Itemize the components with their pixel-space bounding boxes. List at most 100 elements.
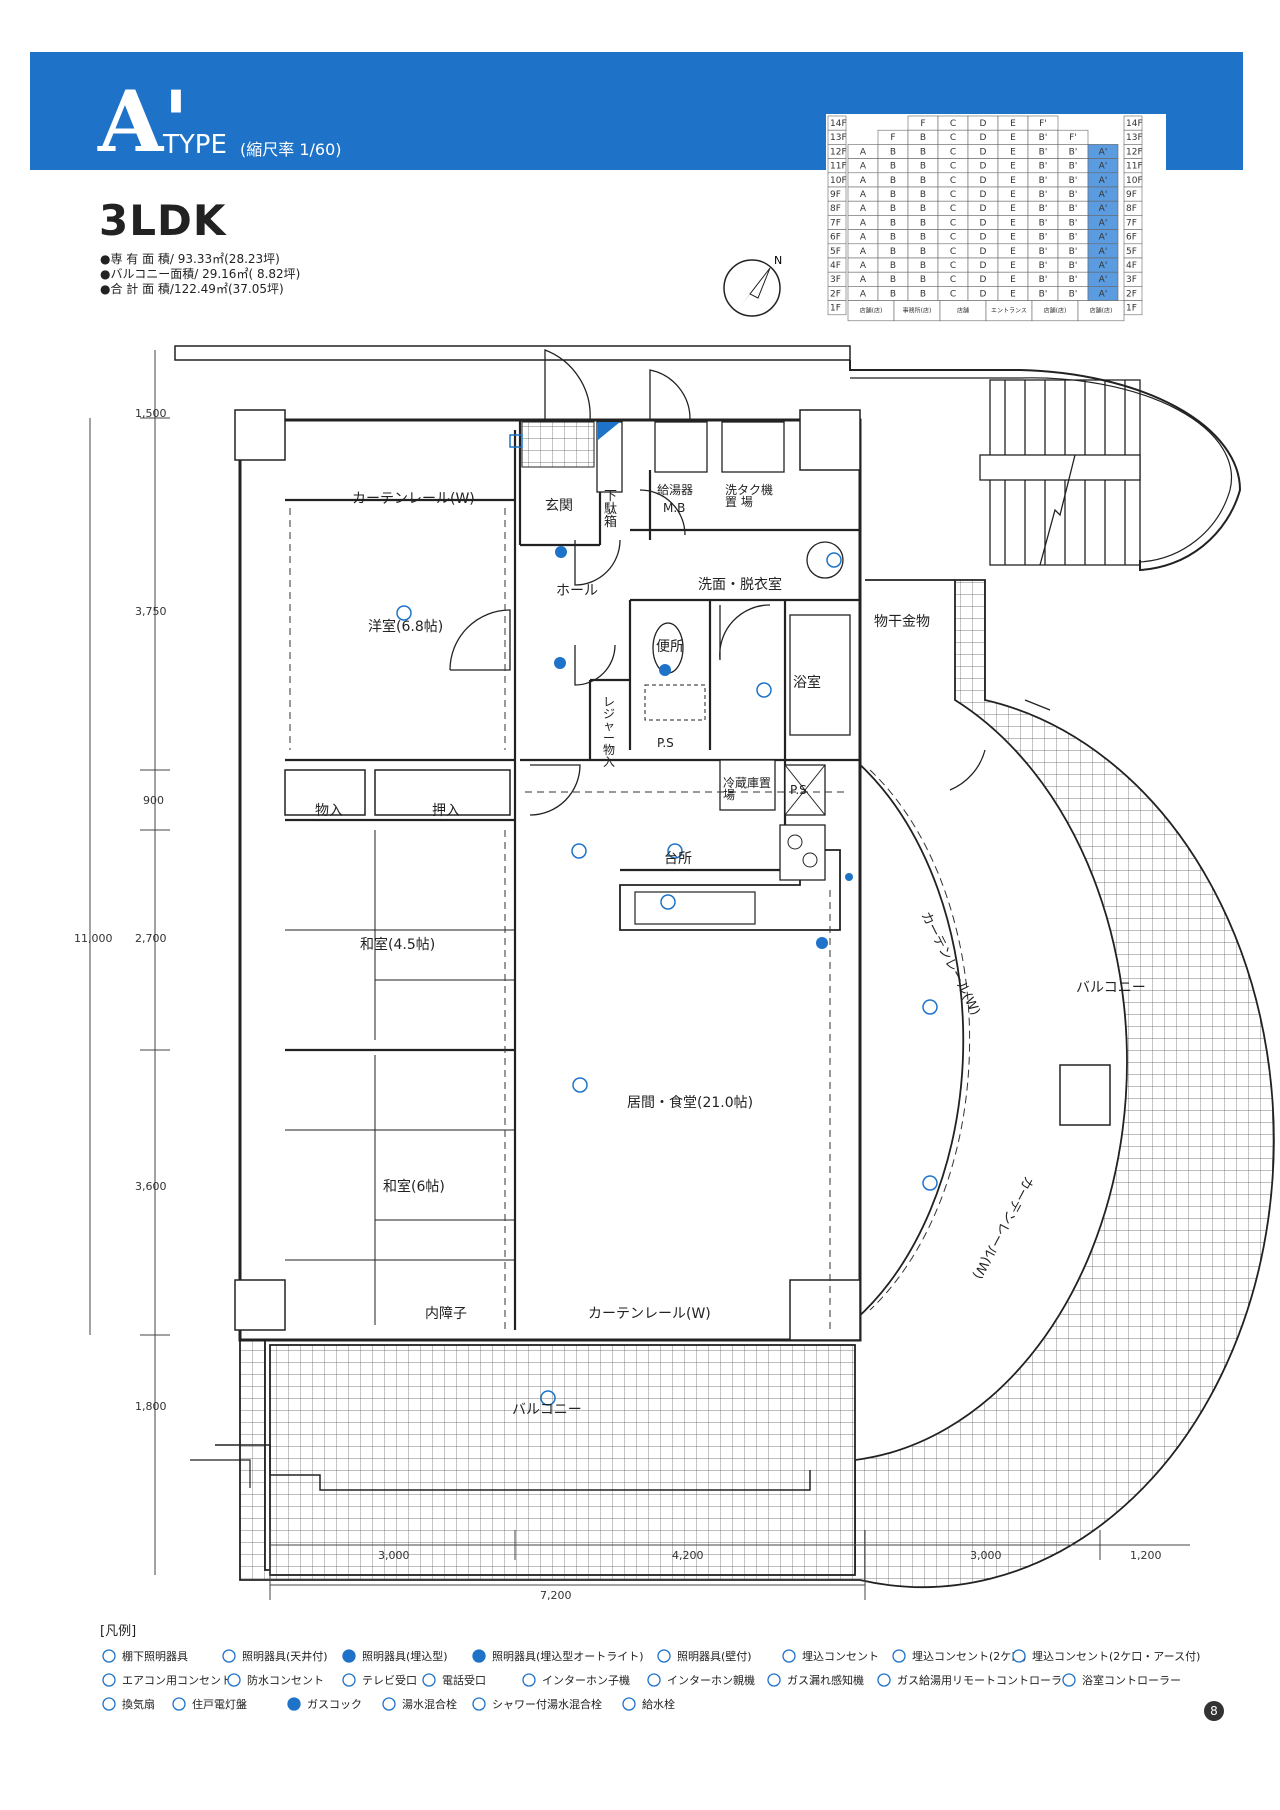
floor-cell: B' xyxy=(1039,190,1048,200)
floor-label-right-3: 11F xyxy=(1126,162,1143,172)
ceiling-light-icon xyxy=(220,1649,238,1663)
floor-cell: A' xyxy=(1099,147,1108,157)
label-bath: 浴室 xyxy=(793,675,821,691)
remote-icon xyxy=(875,1673,893,1687)
waterproof-outlet-icon xyxy=(225,1673,243,1687)
floor-label-right-4: 10F xyxy=(1126,176,1143,186)
label-washroom: 洗面・脱衣室 xyxy=(698,577,782,593)
fan-icon xyxy=(100,1697,118,1711)
floor-cell: F' xyxy=(1069,133,1077,143)
legend-item: ガス給湯用リモートコントローラー xyxy=(875,1672,1073,1688)
floor-cell: B' xyxy=(1069,261,1078,271)
label-ps-1: P.S xyxy=(657,736,674,750)
floor-cell: D xyxy=(980,275,987,285)
legend-item: 埋込コンセント xyxy=(780,1648,879,1664)
floor-label-left-5: 9F xyxy=(830,190,841,200)
floor-cell: B' xyxy=(1069,233,1078,243)
ground-floor-cell: エントランス xyxy=(991,308,1027,315)
floor-label-right-9: 5F xyxy=(1126,247,1137,257)
legend-item: 照明器具(埋込型オートライト) xyxy=(470,1648,644,1664)
floor-cell: B xyxy=(890,218,896,228)
floor-cell: A' xyxy=(1099,289,1108,299)
floor-label-right-13: 1F xyxy=(1126,304,1137,314)
floor-cell: E xyxy=(1010,218,1016,228)
floor-cell: B xyxy=(890,261,896,271)
label-tatami-large: 和室(6帖) xyxy=(383,1179,445,1195)
floor-cell: D xyxy=(980,162,987,172)
floor-cell: E xyxy=(1010,176,1016,186)
faucet-icon xyxy=(620,1697,638,1711)
floor-cell: B' xyxy=(1039,233,1048,243)
floor-cell: B xyxy=(920,190,926,200)
floor-label-right-6: 8F xyxy=(1126,204,1137,214)
page-number: 8 xyxy=(1204,1701,1224,1721)
legend-label: ガス漏れ感知機 xyxy=(787,1674,864,1687)
floor-label-left-7: 7F xyxy=(830,218,841,228)
floor-cell: D xyxy=(980,247,987,257)
legend-item: 電話受口 xyxy=(420,1672,486,1688)
floor-cell: E xyxy=(1010,162,1016,172)
outlet-double-icon xyxy=(890,1649,908,1663)
legend-item: 湯水混合栓 xyxy=(380,1696,457,1712)
legend-label: エアコン用コンセント xyxy=(122,1674,232,1687)
floor-cell: A' xyxy=(1099,233,1108,243)
floor-cell: B xyxy=(890,275,896,285)
floor-label-left-11: 3F xyxy=(830,275,841,285)
floor-cell: E xyxy=(1010,119,1016,129)
floor-cell: D xyxy=(980,190,987,200)
floor-cell: E xyxy=(1010,261,1016,271)
floor-cell: B' xyxy=(1069,162,1078,172)
floor-cell: B' xyxy=(1069,247,1078,257)
svg-text:N: N xyxy=(774,254,782,267)
label-living-dining: 居間・食堂(21.0帖) xyxy=(627,1095,754,1111)
floor-cell: B' xyxy=(1039,162,1048,172)
floor-cell: A' xyxy=(1099,190,1108,200)
label-balcony-bottom: バルコニー xyxy=(512,1402,582,1418)
label-toilet: 便所 xyxy=(656,639,684,655)
floor-cell: E xyxy=(1010,147,1016,157)
legend-label: 埋込コンセント(2ケ口) xyxy=(912,1650,1027,1663)
legend-label: 給水栓 xyxy=(642,1698,675,1711)
floor-cell: E xyxy=(1010,289,1016,299)
legend-item: 棚下照明器具 xyxy=(100,1648,188,1664)
dim-bottom-1: 4,200 xyxy=(672,1549,704,1562)
balcony-area: ●バルコニー面積/ 29.16㎡( 8.82坪) xyxy=(100,267,301,281)
floor-cell: B xyxy=(920,261,926,271)
floor-cell: A xyxy=(860,147,867,157)
floor-cell: A' xyxy=(1099,275,1108,285)
dim-bottom-2: 3,000 xyxy=(970,1549,1002,1562)
legend-label: 換気扇 xyxy=(122,1698,155,1711)
legend-label: シャワー付湯水混合栓 xyxy=(492,1698,602,1711)
dim-left-2: 900 xyxy=(143,794,164,807)
floor-cell: B xyxy=(890,233,896,243)
floor-cell: A xyxy=(860,162,867,172)
floor-cell: C xyxy=(950,261,956,271)
floor-cell: B xyxy=(920,218,926,228)
label-mb: M.B xyxy=(663,501,686,515)
floor-cell: C xyxy=(950,162,956,172)
label-kitchen: 台所 xyxy=(664,851,692,867)
floor-cell: A xyxy=(860,247,867,257)
intercom-sub-icon xyxy=(520,1673,538,1687)
floor-cell: A xyxy=(860,204,867,214)
floor-cell: B' xyxy=(1069,147,1078,157)
floor-cell: B' xyxy=(1039,275,1048,285)
scale-label: (縮尺率 1/60) xyxy=(240,140,342,159)
floor-cell: C xyxy=(950,119,956,129)
floor-cell: D xyxy=(980,289,987,299)
dim-left-3: 2,700 xyxy=(135,932,167,945)
floor-label-left-6: 8F xyxy=(830,204,841,214)
legend-label: 埋込コンセント(2ケ口・アース付) xyxy=(1032,1650,1201,1663)
legend-item: 換気扇 xyxy=(100,1696,155,1712)
label-fridge-space: 冷蔵庫置 場 xyxy=(723,776,772,802)
floor-label-left-0: 14F xyxy=(830,119,847,129)
legend-item: シャワー付湯水混合栓 xyxy=(470,1696,602,1712)
floor-cell: B xyxy=(920,147,926,157)
legend-label: 湯水混合栓 xyxy=(402,1698,457,1711)
floor-cell: B' xyxy=(1039,176,1048,186)
recessed-light-icon xyxy=(340,1649,358,1663)
label-ps-2: P.S xyxy=(790,783,807,797)
label-inner-shoji: 内障子 xyxy=(425,1306,467,1322)
dim-left-1: 3,750 xyxy=(135,605,167,618)
